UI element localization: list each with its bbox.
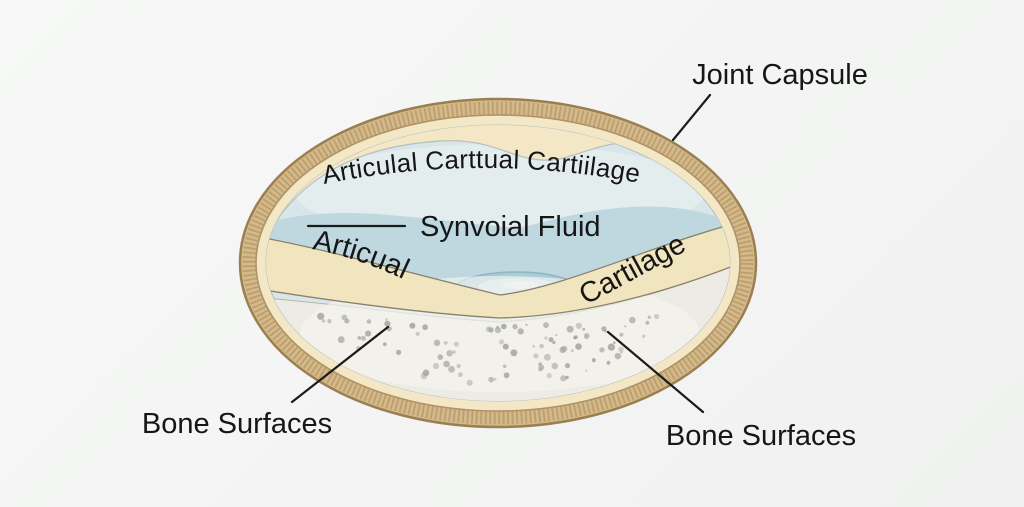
capsule-fiber-texture (242, 101, 754, 425)
bone-stipple-dots (317, 312, 660, 386)
label-joint-capsule: Joint Capsule (692, 59, 868, 91)
leader-line-joint-capsule (671, 93, 712, 142)
synovial-fluid-pool (266, 206, 730, 297)
leader-line-bone-right (606, 330, 705, 414)
leader-line-bone-left (290, 325, 390, 404)
label-bone-surfaces-left: Bone Surfaces (142, 408, 332, 440)
label-synovial-fluid: Synvoial Fluid (420, 211, 601, 243)
label-bone-surfaces-right: Bone Surfaces (666, 420, 856, 452)
articular-cartilage-band (266, 223, 730, 319)
